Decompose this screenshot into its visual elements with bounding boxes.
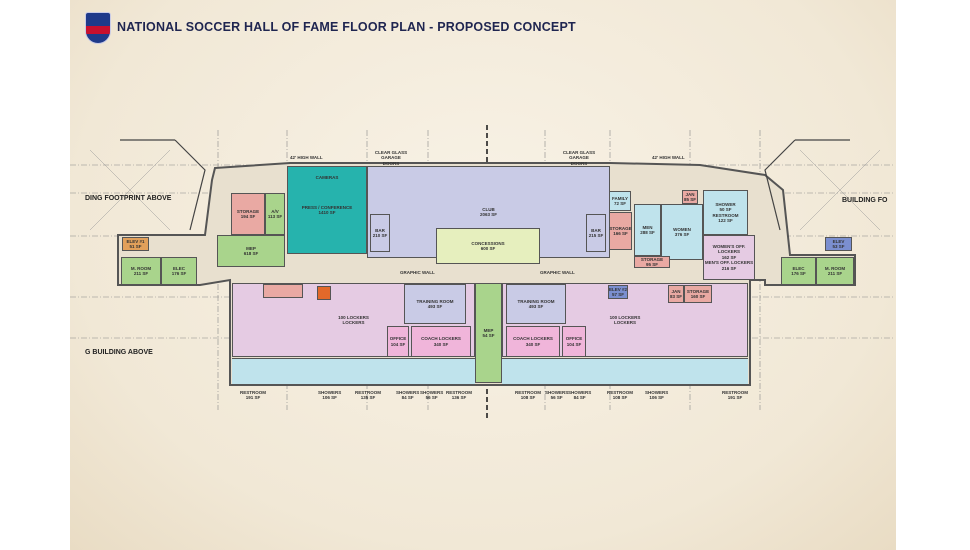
room-elevator-lower-left (317, 286, 331, 300)
showers-strip-right (502, 358, 748, 384)
fc-dallas-logo (85, 12, 111, 44)
showers-strip-left (232, 358, 475, 384)
note-glass-left: CLEAR GLASS GARAGE DOORS (374, 150, 408, 166)
note-left-building: G BUILDING ABOVE (85, 349, 153, 356)
note-right-footprint: BUILDING FO (842, 197, 888, 204)
note-graphic-wall-right: GRAPHIC WALL (540, 270, 575, 275)
page-title: NATIONAL SOCCER HALL OF FAME FLOOR PLAN … (117, 20, 576, 34)
note-high-wall-right: 42' HIGH WALL (652, 155, 685, 160)
room-storage-lower-left (263, 284, 303, 298)
note-glass-right: CLEAR GLASS GARAGE DOORS (562, 150, 596, 166)
note-graphic-wall-left: GRAPHIC WALL (400, 270, 435, 275)
note-left-footprint: DING FOOTPRINT ABOVE (85, 195, 172, 202)
note-high-wall-left: 42' HIGH WALL (290, 155, 323, 160)
